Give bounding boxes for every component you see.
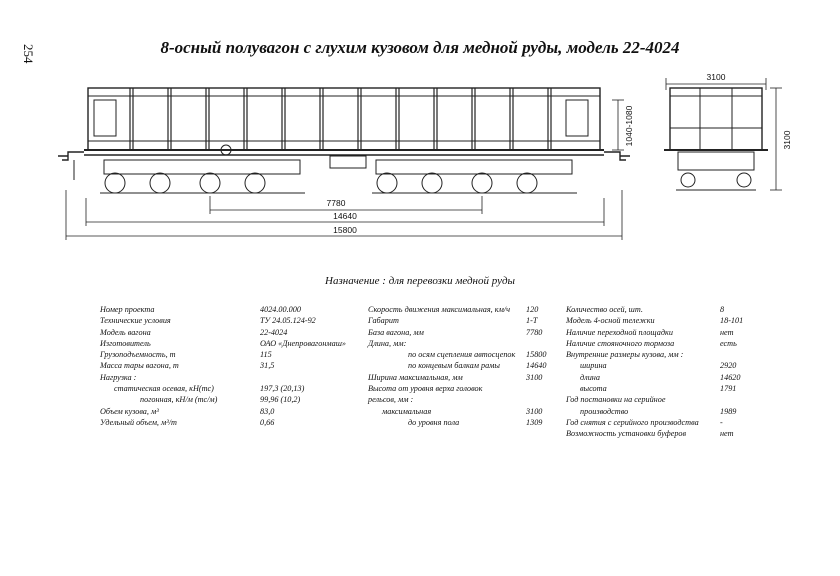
coupler-left xyxy=(58,151,84,161)
dim-7780-line xyxy=(209,196,483,214)
dim-end-height-line xyxy=(770,87,782,191)
spec-row: Год постановки на серийное xyxy=(566,395,666,405)
spec-row: Год снятия с серийного производства- xyxy=(566,417,723,427)
spec-row: рельсов, мм : xyxy=(368,395,414,405)
wagon-drawing: 7780 14640 15800 3100 3100 1040-1080 xyxy=(58,72,792,240)
dim-7780-label: 7780 xyxy=(327,198,346,208)
spec-row: Нагрузка : xyxy=(100,372,137,382)
dim-end-height-label: 3100 xyxy=(782,130,792,149)
dim-14640-label: 14640 xyxy=(333,211,357,221)
spec-row: Количество осей, шт.8 xyxy=(566,305,725,314)
dim-floor-label: 1040-1080 xyxy=(624,105,634,146)
spec-row: Длина, мм: xyxy=(368,338,407,348)
dim-15800-label: 15800 xyxy=(333,225,357,235)
spec-row: Высота от уровня верха головок xyxy=(368,384,483,394)
dim-end-width-label: 3100 xyxy=(707,72,726,82)
spec-row: Внутренние размеры кузова, мм : xyxy=(566,350,684,360)
wagon-end-view xyxy=(664,87,768,191)
page-title: 8-осный полувагон с глухим кузовом для м… xyxy=(160,38,680,57)
spec-row: погонная, кН/м (тс/м)99,96 (10,2) xyxy=(140,395,301,405)
dim-end-width-line xyxy=(665,78,767,90)
body-stakes xyxy=(129,88,552,150)
spec-column-3: Количество осей, шт.8 Модель 4-осной тел… xyxy=(566,304,766,440)
bogie-left xyxy=(100,159,305,194)
coupler-right xyxy=(604,151,630,161)
dim-floor-line xyxy=(612,99,624,151)
dim-15800-line xyxy=(65,190,623,240)
purpose-line: Назначение : для перевозки медной руды xyxy=(325,275,515,287)
spec-row: статическая осевая, кН(тс)197,3 (20,13) xyxy=(114,384,305,394)
bogie-right xyxy=(372,159,577,194)
dim-14640-line xyxy=(85,198,605,226)
